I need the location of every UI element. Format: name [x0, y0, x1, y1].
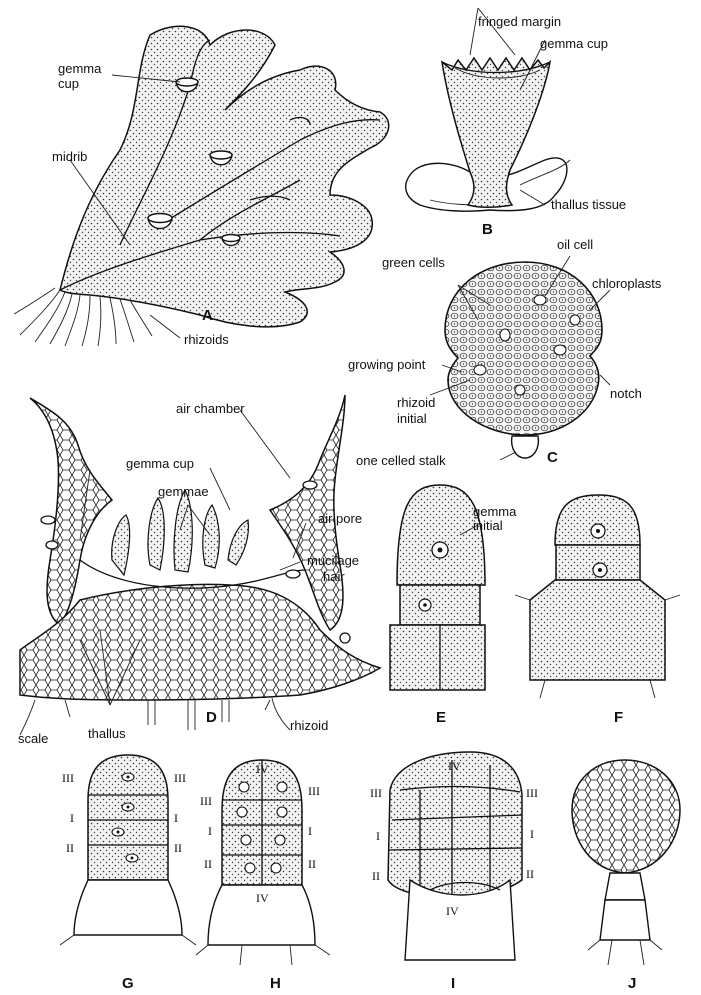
numeral-i-ii-left: II — [372, 869, 380, 883]
label-fringed-margin: fringed margin — [478, 14, 561, 29]
label-gemma-cup-a-1: gemma — [58, 61, 102, 76]
numeral-h-iv-top: IV — [256, 762, 269, 776]
numeral-h-ii-right: II — [308, 857, 316, 871]
label-mucilage-hair-1: mucilage — [307, 553, 359, 568]
label-growing-point: growing point — [348, 357, 426, 372]
numeral-g-i-left: I — [70, 811, 74, 825]
panel-letter-d: D — [206, 709, 217, 726]
label-rhizoid: rhizoid — [290, 718, 328, 733]
panel-letter-h: H — [270, 975, 281, 992]
label-gemma-cup-b: gemma cup — [540, 36, 608, 51]
label-rhizoid-initial-2: initial — [397, 411, 427, 426]
panel-d-section: air chamber gemma cup gemmae air pore mu… — [18, 395, 380, 746]
panel-e-initial: gemma initial E — [390, 485, 517, 726]
label-oil-cell: oil cell — [557, 237, 593, 252]
panel-b-gemma-cup: fringed margin gemma cup thallus tissue … — [406, 8, 626, 238]
label-rhizoid-initial-1: rhizoid — [397, 395, 435, 410]
numeral-i-i-right: I — [530, 827, 534, 841]
numeral-i-iii-right: III — [526, 786, 538, 800]
numeral-i-i-left: I — [376, 829, 380, 843]
label-chloroplasts: chloroplasts — [592, 276, 662, 291]
numeral-g-ii-left: II — [66, 841, 74, 855]
panel-letter-e: E — [436, 709, 446, 726]
numeral-h-i-right: I — [308, 824, 312, 838]
numeral-h-ii-left: II — [204, 857, 212, 871]
label-scale: scale — [18, 731, 48, 746]
panel-g: III III I I II II G — [60, 755, 196, 992]
numeral-i-ii-right: II — [526, 867, 534, 881]
label-gemma-cup-a-2: cup — [58, 76, 79, 91]
panel-f: F — [515, 495, 680, 726]
label-thallus: thallus — [88, 726, 126, 741]
numeral-h-i-left: I — [208, 824, 212, 838]
numeral-g-iii-left: III — [62, 771, 74, 785]
label-gemma-cup-d: gemma cup — [126, 456, 194, 471]
label-rhizoids: rhizoids — [184, 332, 229, 347]
numeral-g-iii-right: III — [174, 771, 186, 785]
numeral-h-iv-bottom: IV — [256, 891, 269, 905]
numeral-g-ii-right: II — [174, 841, 182, 855]
panel-i: IV III III I I II II IV I — [370, 752, 538, 992]
label-air-chamber: air chamber — [176, 401, 245, 416]
numeral-h-iii-right: III — [308, 784, 320, 798]
numeral-i-iv-top: IV — [448, 759, 461, 773]
numeral-i-iv-bottom: IV — [446, 904, 459, 918]
label-gemma-initial-1: gemma — [473, 504, 517, 519]
label-midrib: midrib — [52, 149, 87, 164]
label-gemmae: gemmae — [158, 484, 209, 499]
panel-letter-a: A — [202, 307, 213, 324]
panel-letter-i: I — [451, 975, 455, 992]
panel-letter-g: G — [122, 975, 134, 992]
panel-letter-f: F — [614, 709, 623, 726]
panel-c-gemma: green cells oil cell chloroplasts growin… — [348, 237, 662, 468]
panel-letter-b: B — [482, 221, 493, 238]
panel-h: IV III III I I II II IV H — [196, 760, 330, 992]
panel-letter-c: C — [547, 449, 558, 466]
label-mucilage-hair-2: hair — [323, 569, 345, 584]
label-air-pore: air pore — [318, 511, 362, 526]
panel-j: J — [572, 760, 680, 992]
label-gemma-initial-2: initial — [473, 518, 503, 533]
numeral-g-i-right: I — [174, 811, 178, 825]
label-thallus-tissue: thallus tissue — [551, 197, 626, 212]
label-one-celled-stalk: one celled stalk — [356, 453, 446, 468]
label-notch: notch — [610, 386, 642, 401]
label-green-cells: green cells — [382, 255, 445, 270]
panel-letter-j: J — [628, 975, 636, 992]
numeral-h-iii-left: III — [200, 794, 212, 808]
panel-a-thallus: gemma cup midrib rhizoids A — [14, 26, 389, 347]
numeral-i-iii-left: III — [370, 786, 382, 800]
